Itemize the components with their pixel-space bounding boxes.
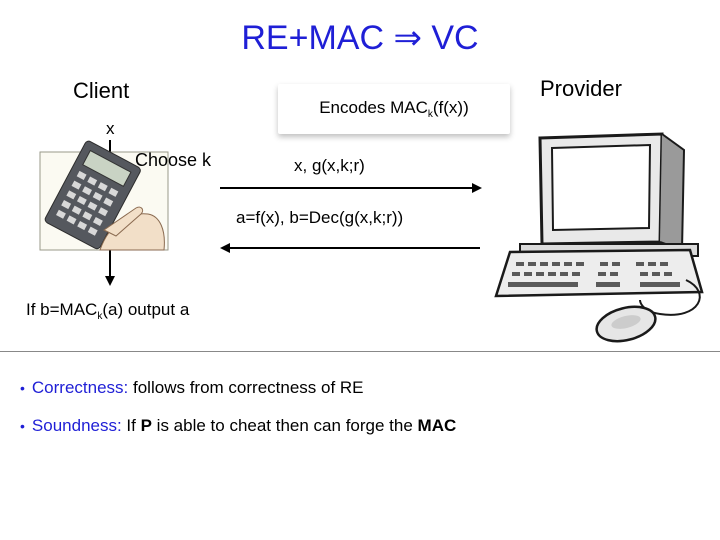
output-prefix: If b=MAC [26,300,98,319]
message-to-provider: x, g(x,k;r) [294,156,365,175]
client-label: Client [73,78,130,103]
output-condition: If b=MACk(a) output a [26,300,189,322]
computer-icon [494,132,704,343]
bullet-text-bold: P [140,416,152,435]
encode-callout-text: Encodes MACk(f(x)) [278,98,510,120]
output-subscript: k [97,311,103,322]
calculator-hand-icon [39,140,169,251]
bullet-correctness: • Correctness: follows from correctness o… [20,378,364,398]
bullet-text-bold: MAC [417,416,457,435]
bullet-lead: Soundness: [31,416,122,435]
output-suffix: (a) output a [102,300,190,319]
encode-suffix: (f(x)) [432,98,469,117]
encode-subscript: k [427,109,433,120]
provider-label: Provider [540,76,622,101]
bullet-text: follows from correctness of RE [128,378,364,397]
bullet-lead: Correctness: [31,378,129,397]
encode-prefix: Encodes MAC [319,98,428,117]
input-x-label: x [106,119,115,138]
bullet-soundness: • Soundness: If P is able to cheat then c… [20,416,456,436]
bullet-text: If [121,416,141,435]
bullet-dot-icon: • [20,418,25,434]
message-to-client: a=f(x), b=Dec(g(x,k;r)) [236,208,404,227]
choose-k-label: Choose k [135,150,212,170]
encode-callout-box [278,84,510,134]
section-divider [0,351,720,352]
slide-title: RE+MAC ⇒ VC [241,19,479,57]
bullet-dot-icon: • [20,380,25,396]
bullet-text: is able to cheat then can forge the [151,416,418,435]
